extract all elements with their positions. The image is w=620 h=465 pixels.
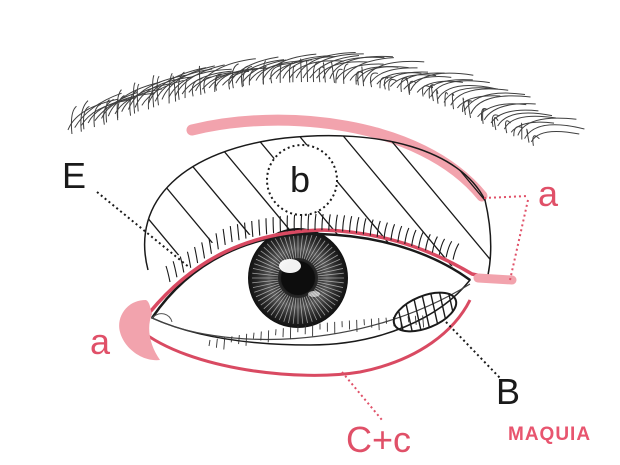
leader-line-a-upper: [483, 195, 529, 199]
label-a-right: a: [538, 173, 559, 214]
leader-line-a-lower: [509, 199, 529, 281]
iris: [248, 228, 348, 328]
brow-bone-highlight-a: [186, 114, 488, 202]
inner-corner-highlight-a: [119, 300, 160, 361]
under-eye-line-c: [139, 299, 472, 377]
upper-lid-rim: [150, 232, 471, 319]
upper-lashes: [165, 213, 460, 283]
label-b: b: [290, 159, 310, 200]
brand-logo: MAQUIA: [508, 424, 591, 445]
outer-corner-highlight-a: [473, 273, 517, 285]
label-B: B: [496, 371, 520, 412]
leader-line-B: [445, 321, 501, 379]
label-Cc: C+c: [346, 419, 411, 460]
eyebrow-sketch: [67, 51, 585, 146]
label-E: E: [62, 155, 86, 196]
leader-line-E: [96, 191, 191, 269]
tear-duct: [151, 313, 173, 323]
highlight-circle-b: [266, 144, 338, 216]
leader-line-Cc: [341, 371, 383, 421]
label-a-left: a: [90, 321, 111, 362]
